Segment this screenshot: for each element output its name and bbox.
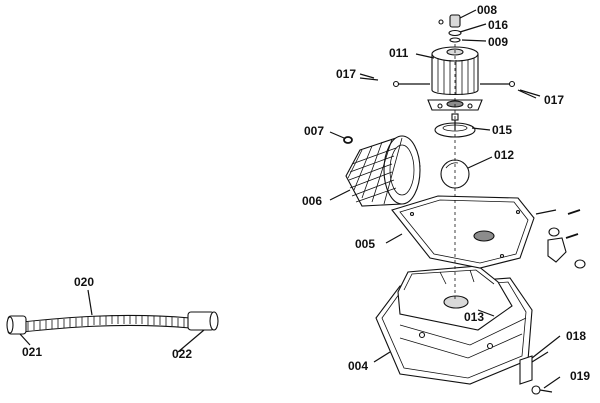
part-labels: 008 016 009 011 017 017 007 015 012 006 …: [22, 3, 590, 383]
label-013: 013: [464, 310, 484, 324]
leader-lines: [19, 9, 561, 389]
right-side-parts: [535, 209, 586, 269]
top-fasteners: [438, 14, 462, 43]
label-005: 005: [355, 237, 375, 251]
filter-element: [345, 135, 421, 207]
label-018: 018: [566, 329, 586, 343]
label-019: 019: [570, 369, 590, 383]
pins: [359, 77, 541, 97]
label-020: 020: [74, 275, 94, 289]
label-007: 007: [304, 124, 324, 138]
label-017-right: 017: [544, 93, 564, 107]
label-017-left: 017: [336, 67, 356, 81]
label-016: 016: [488, 18, 508, 32]
label-012: 012: [494, 148, 514, 162]
label-022: 022: [172, 347, 192, 361]
label-021: 021: [22, 345, 42, 359]
bracket-and-screw: [519, 351, 553, 395]
label-008: 008: [477, 3, 497, 17]
label-015: 015: [492, 123, 512, 137]
lid-gasket: [391, 195, 535, 269]
label-009: 009: [488, 35, 508, 49]
label-006: 006: [302, 194, 322, 208]
label-011: 011: [389, 46, 409, 60]
o-ring: [343, 136, 353, 144]
flexible-hose: [6, 311, 219, 335]
label-004: 004: [348, 359, 368, 373]
